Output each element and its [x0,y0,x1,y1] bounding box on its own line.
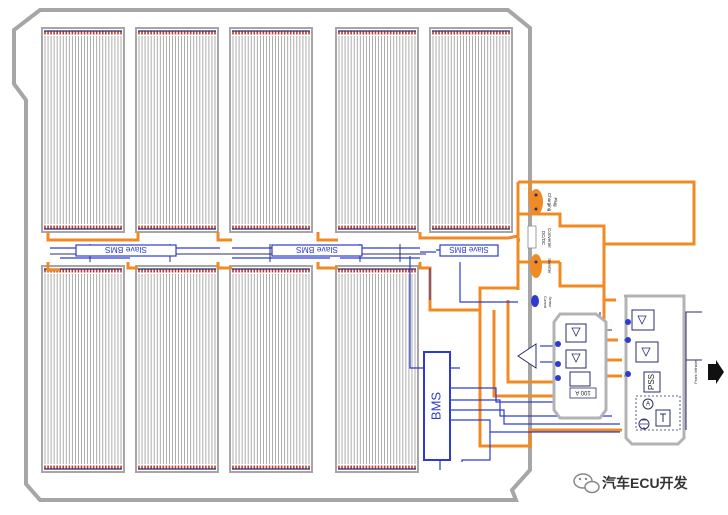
pss-label: PSS [647,374,656,390]
current-sensor-label-2: Sensor [548,296,552,308]
slave-bms-1: Slave BMS [75,244,177,257]
slave-bms-3-label: Slave BMS [449,245,489,254]
dcdc-label-2: Converter [547,228,552,248]
precharge-element [517,343,537,369]
watermark-text: 汽车ECU开发 [602,475,689,491]
battery-module-9 [335,265,419,473]
battery-module-3 [229,27,313,233]
slave-bms-2: Slave BMS [271,244,363,257]
battery-module-4 [335,27,419,233]
battery-module-2 [135,27,219,233]
front-vehicle: Front Vehicle [686,311,724,384]
front-vehicle-label: Front Vehicle [693,360,698,384]
ammeter-label: A [646,402,650,408]
arrow-right-icon [708,360,724,384]
main-bms: BMS [423,351,451,461]
pack-outline [12,8,532,502]
relay-box-left: 100 A [552,312,608,420]
fuse-current-label: 100 A [575,389,590,395]
charging-plug: Charging Plug [529,189,558,215]
current-sensor-label-1: Current [543,296,547,308]
hv-wiring [46,180,696,448]
charging-plug-label-2: Plug [553,197,558,207]
battery-module-6 [41,265,125,473]
current-sensor: Current Sensor [531,295,552,308]
charging-plug-label-1: Charging [547,193,552,212]
wechat-icon [573,473,600,494]
battery-module-7 [135,265,219,473]
slave-bms-2-label: Slave BMS [296,245,338,255]
inverter-label: Inverter [547,258,552,274]
slave-bms-3: Slave BMS [439,244,499,257]
slave-bms-1-label: Slave BMS [105,245,147,255]
watermark: 汽车ECU开发 [573,473,689,494]
main-bms-label: BMS [428,392,443,421]
battery-module-5 [429,27,513,233]
battery-modules [41,27,513,473]
inverter: Inverter [530,254,552,278]
dcdc-label-1: DC/DC [541,231,546,246]
battery-module-1 [41,27,125,233]
dcdc-converter: DC/DC Converter [527,225,552,249]
battery-module-8 [229,265,313,473]
relay-box-right: PSS A [624,294,686,446]
battery-symbol-icon [640,419,648,429]
